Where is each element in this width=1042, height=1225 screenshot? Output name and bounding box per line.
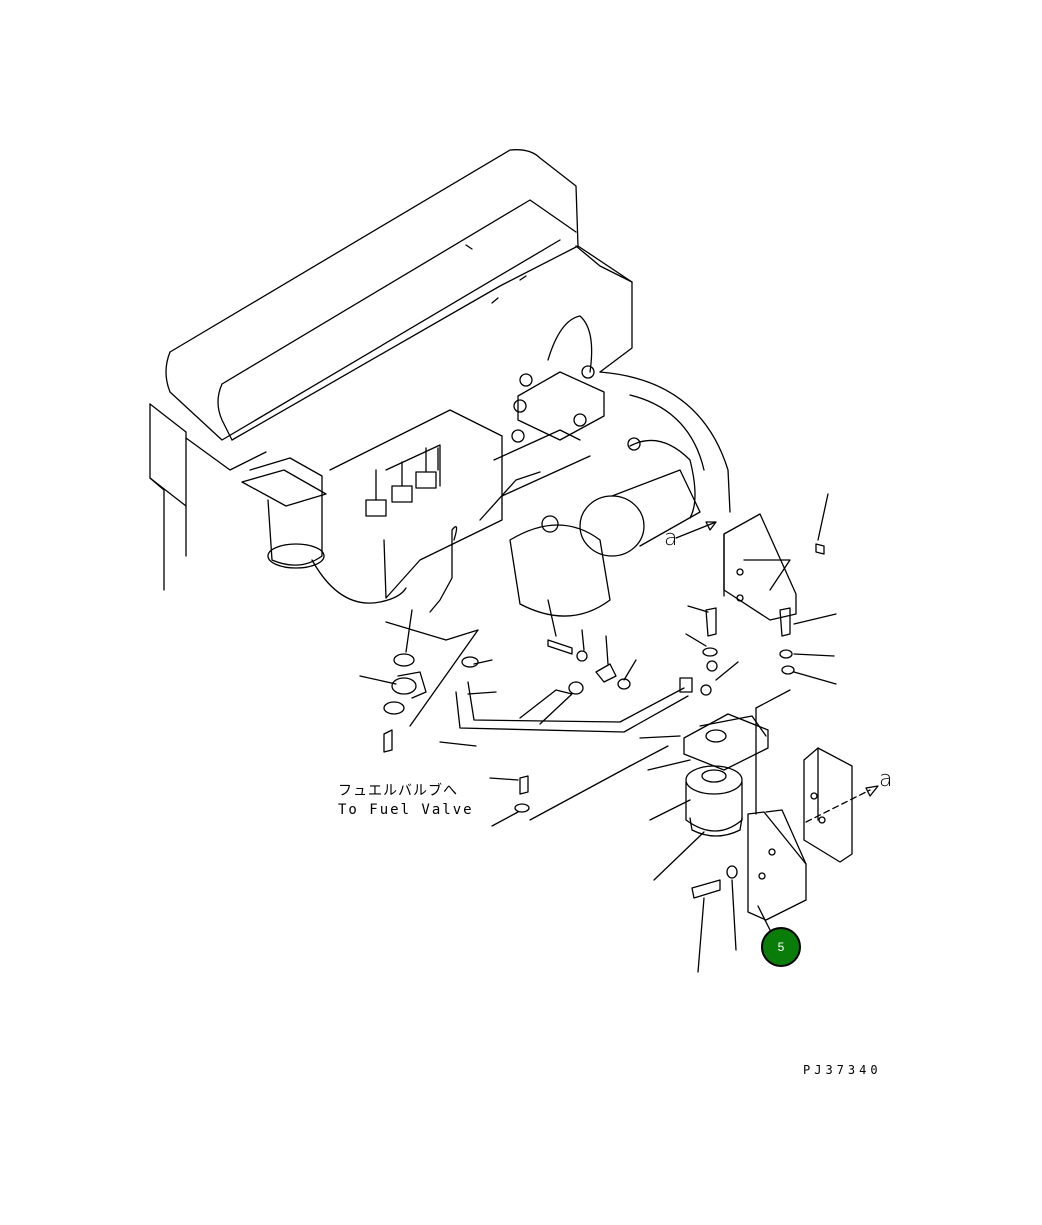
side-bracket-view-a: [803, 747, 879, 863]
part-callout-5[interactable]: 5: [761, 927, 801, 967]
starter-motor: [509, 437, 701, 617]
leader-lines: [359, 493, 837, 973]
drawing-number: PJ37340: [803, 1063, 882, 1077]
fuel-valve-note-japanese: フュエルバルブへ: [338, 783, 458, 799]
upper-bracket: [675, 513, 797, 621]
injection-pump: [241, 409, 591, 613]
view-marker-lower: a: [879, 767, 893, 792]
fuel-filter-cartridge: [685, 765, 743, 837]
thermostat-housing: [511, 315, 605, 443]
fuel-valve-note-english: To Fuel Valve: [338, 802, 474, 818]
fuel-filter-head: [683, 660, 769, 771]
fuel-pipe: [455, 677, 693, 733]
engine-head-cover: [165, 149, 633, 441]
lower-bracket: [747, 809, 807, 921]
view-marker-upper: a: [664, 526, 678, 551]
engine-block: [149, 371, 731, 591]
part-callout-number: 5: [777, 940, 785, 954]
hardware-parts: [383, 543, 825, 899]
